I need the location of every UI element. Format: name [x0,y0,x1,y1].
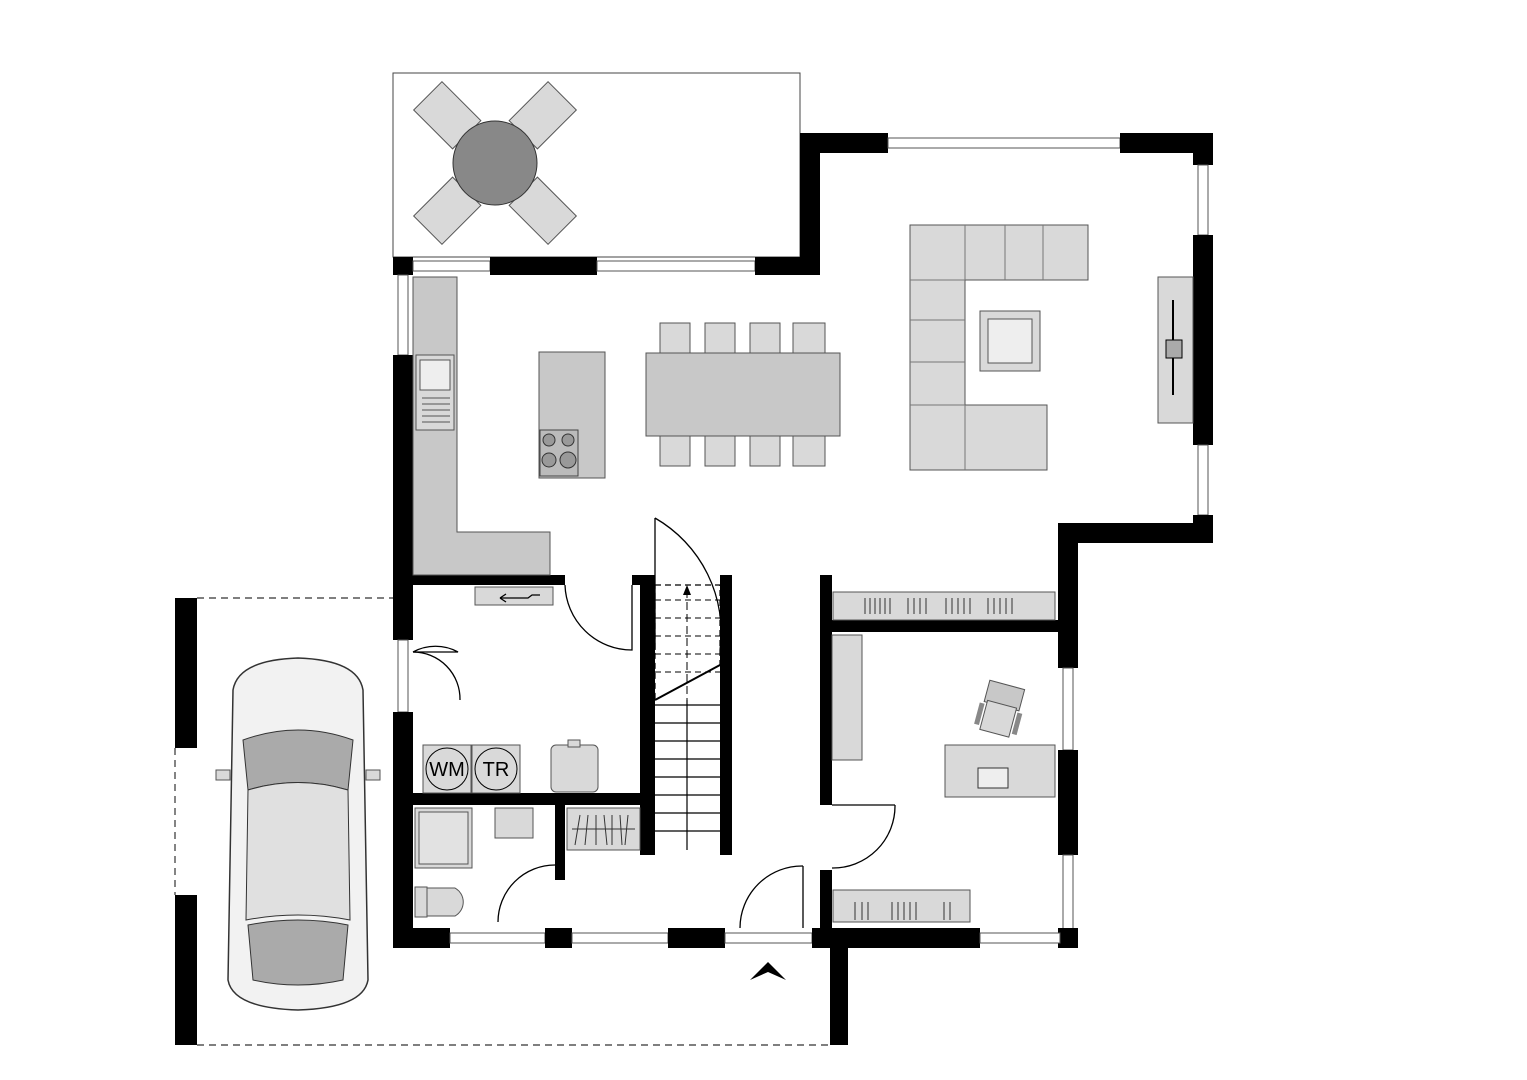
washbasin [494,807,534,839]
doors [412,517,896,980]
terrace [392,72,801,258]
car [215,657,381,1011]
kitchen [412,276,606,576]
terrace-table-with-chairs [412,80,578,246]
bookshelf [832,889,971,923]
toilet [414,886,464,918]
dryer-label: TR [483,759,510,781]
washer-label: WM [429,759,465,781]
laundry-room: WM TR [422,586,599,794]
staircase [654,584,721,850]
dining-table [645,322,841,467]
bookshelf [832,591,1056,621]
office-chair [974,679,1026,738]
carport [174,597,830,1046]
laundry-basket [550,744,599,793]
entrance-arrow-icon [750,962,786,980]
office [831,591,1056,923]
bathroom [414,807,641,918]
walls [393,133,1213,1045]
hob-icon [539,429,579,477]
living-area [909,224,1194,471]
